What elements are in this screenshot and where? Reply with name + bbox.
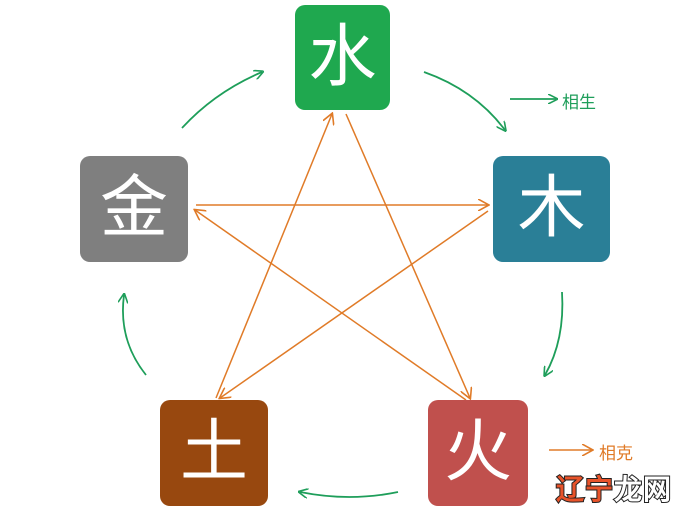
- element-metal-label: 金: [99, 169, 168, 248]
- generating-arrow-metal-water: [181, 72, 262, 129]
- generating-arrow-fire-earth: [300, 492, 399, 497]
- watermark-part1: 辽宁: [555, 472, 615, 507]
- overcoming-arrow-wood-earth: [220, 210, 489, 398]
- legend-generating-label: 相生: [562, 93, 596, 113]
- overcoming-arrow-earth-water: [215, 114, 332, 399]
- generating-arrow-earth-metal: [123, 295, 147, 376]
- element-fire-label: 火: [443, 413, 512, 492]
- element-water: 水: [295, 5, 390, 110]
- generating-arrow-wood-fire: [545, 291, 564, 375]
- legend-overcoming: 相克: [599, 439, 633, 464]
- generating-arrow-water-wood: [423, 71, 505, 130]
- legend-overcoming-label: 相克: [599, 444, 633, 464]
- element-wood-label: 木: [517, 169, 586, 248]
- element-earth: 土: [160, 400, 268, 506]
- overcoming-arrow-water-fire: [345, 113, 470, 398]
- element-earth-label: 土: [179, 413, 248, 492]
- legend-generating: 相生: [562, 88, 596, 113]
- element-water-label: 水: [308, 17, 377, 97]
- watermark-part2: 龙网: [613, 472, 673, 507]
- watermark: 辽宁龙网: [555, 468, 673, 508]
- element-fire: 火: [428, 400, 528, 506]
- element-metal: 金: [80, 156, 188, 262]
- overcoming-arrow-fire-metal: [195, 210, 467, 401]
- element-wood: 木: [493, 156, 610, 262]
